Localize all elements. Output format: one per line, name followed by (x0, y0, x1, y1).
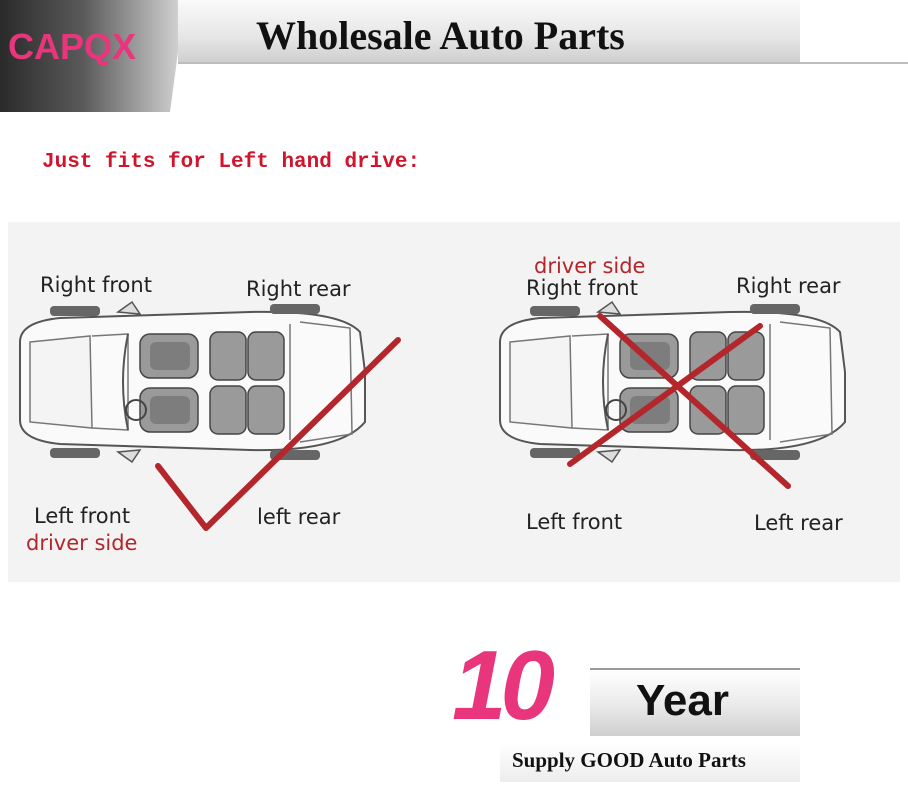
label-left-rear-right: Left rear (754, 511, 843, 535)
badge-unit: Year (636, 676, 729, 725)
title-bar (178, 0, 800, 62)
header-divider (178, 62, 908, 64)
logo: CAPQX (8, 26, 137, 67)
cross-icon-stroke (567, 323, 763, 467)
label-left-rear: left rear (257, 505, 341, 529)
left-car (19, 301, 366, 463)
label-driver-side-right: driver side (534, 254, 646, 278)
fitment-note: Just fits for Left hand drive: (42, 151, 421, 174)
year-bar (590, 668, 800, 736)
supply-bar (500, 742, 800, 782)
label-right-rear-right: Right rear (736, 274, 841, 298)
label-left-front-right: Left front (526, 510, 623, 534)
label-right-front-right: Right front (526, 276, 638, 300)
cross-icon (597, 313, 791, 489)
header: CAPQX Wholesale Auto Parts (0, 0, 908, 112)
label-driver-side: driver side (26, 531, 138, 555)
badge-tagline: Supply GOOD Auto Parts (512, 748, 746, 772)
badge-number: 10 (452, 630, 555, 740)
check-icon (155, 337, 401, 531)
label-left-front: Left front (34, 504, 131, 528)
label-right-rear: Right rear (246, 277, 351, 301)
page-title: Wholesale Auto Parts (256, 13, 625, 58)
label-right-front: Right front (40, 273, 152, 297)
logo-box (0, 0, 185, 112)
